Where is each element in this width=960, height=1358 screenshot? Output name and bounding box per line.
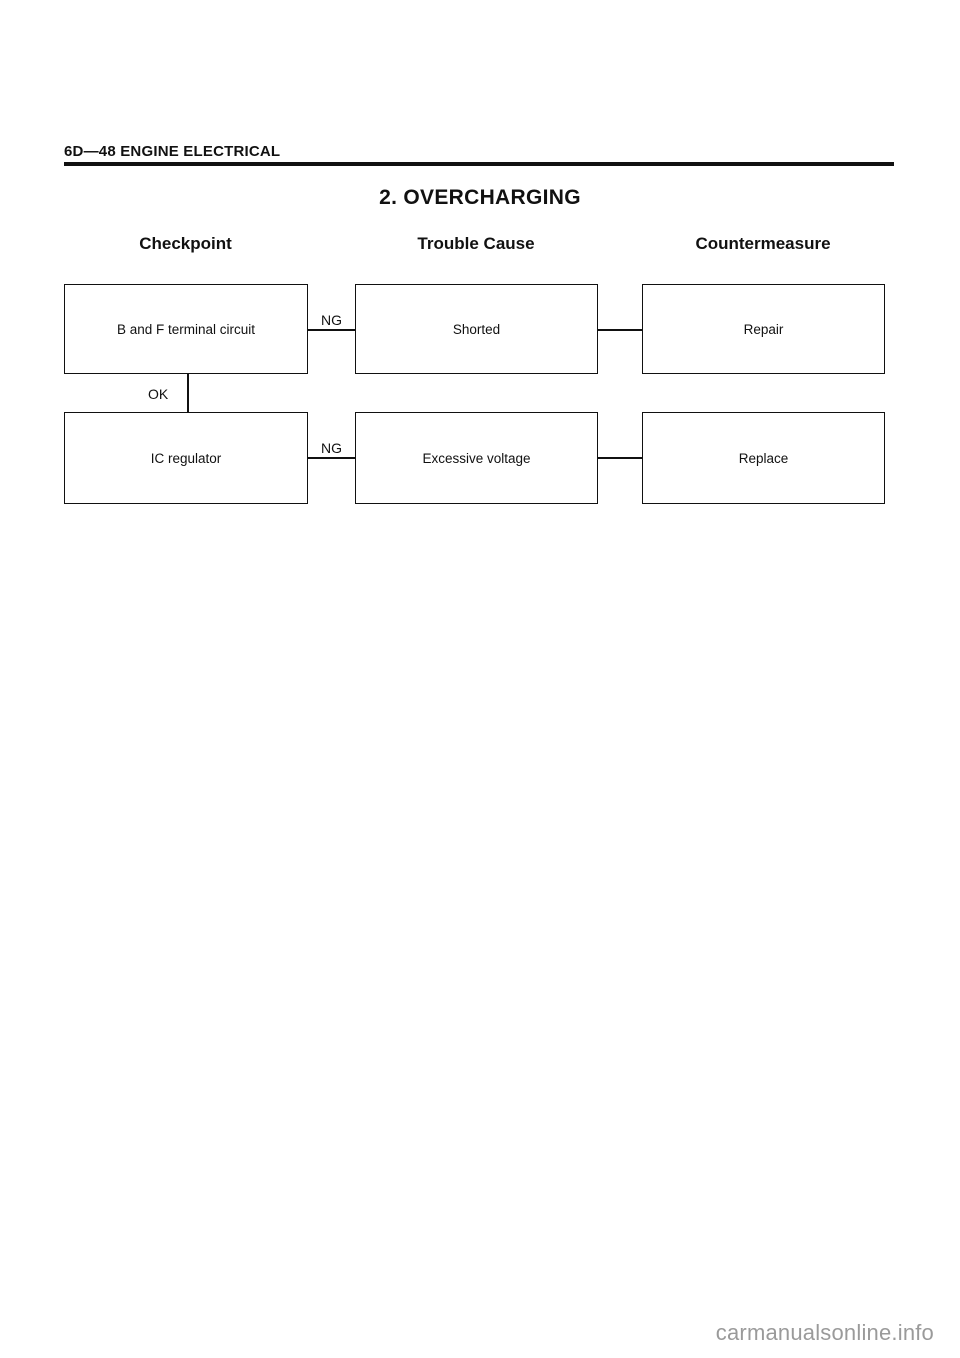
ng-label: NG (321, 312, 342, 328)
ok-label: OK (148, 386, 169, 402)
countermeasure-box-replace: Replace (642, 412, 885, 504)
ok-connector-line (187, 374, 189, 412)
column-header-checkpoint: Checkpoint (139, 234, 232, 253)
cause-label: Excessive voltage (422, 450, 531, 466)
cause-label: Shorted (452, 321, 501, 337)
ng-label: NG (321, 440, 342, 456)
cause-box-excessive-voltage: Excessive voltage (355, 412, 598, 504)
checkpoint-label: IC regulator (150, 450, 222, 466)
section-title: 2. OVERCHARGING (379, 186, 581, 209)
cause-box-shorted: Shorted (355, 284, 598, 374)
column-header-countermeasure: Countermeasure (695, 234, 831, 253)
checkpoint-box-b-f-terminal: B and F terminal circuit (64, 284, 308, 374)
column-header-trouble-cause: Trouble Cause (417, 234, 535, 253)
countermeasure-label: Replace (738, 450, 789, 466)
checkpoint-label: B and F terminal circuit (116, 321, 256, 337)
connector-line (598, 457, 642, 459)
watermark-text: carmanualsonline.info (715, 1320, 934, 1345)
countermeasure-box-repair: Repair (642, 284, 885, 374)
header-rule (64, 162, 894, 166)
checkpoint-box-ic-regulator: IC regulator (64, 412, 308, 504)
page-header: 6D—48 ENGINE ELECTRICAL (64, 143, 281, 160)
countermeasure-label: Repair (743, 321, 784, 337)
connector-line (598, 329, 642, 331)
connector-line (308, 457, 355, 459)
connector-line (308, 329, 355, 331)
